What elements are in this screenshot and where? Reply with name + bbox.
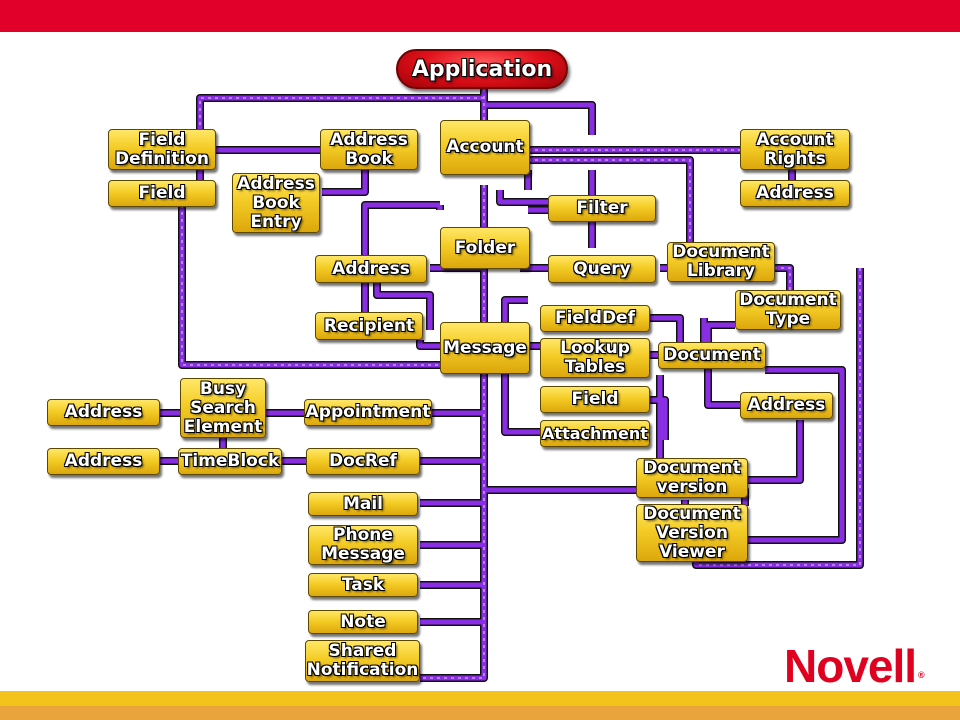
node-label: Filter <box>576 198 628 218</box>
registered-mark: ® <box>918 670 925 680</box>
node-label: Document Version Viewer <box>643 503 741 562</box>
node-task[interactable]: Task <box>308 573 418 597</box>
node-label: TimeBlock <box>180 451 280 471</box>
node-label: Account Rights <box>756 129 834 169</box>
node-account[interactable]: Account <box>440 120 530 175</box>
top-red-band <box>0 0 960 32</box>
node-label: Folder <box>454 237 516 258</box>
node-label: Address <box>332 258 410 279</box>
logo-text: Novell <box>784 640 917 692</box>
node-label: Note <box>340 611 386 632</box>
node-shared-notification[interactable]: Shared Notification <box>305 640 420 682</box>
node-busy-search-element[interactable]: Busy Search Element <box>180 378 266 438</box>
node-label: Lookup Tables <box>560 338 630 377</box>
node-address-book[interactable]: Address Book <box>320 129 418 170</box>
node-label: Document <box>663 345 761 365</box>
node-label: Address <box>756 183 834 203</box>
node-label: Address Book <box>330 129 408 169</box>
node-docref[interactable]: DocRef <box>306 448 420 475</box>
node-document-version[interactable]: Document version <box>636 458 748 498</box>
node-document[interactable]: Document <box>658 342 766 369</box>
node-address-mid[interactable]: Address <box>315 255 427 283</box>
node-address-timeblock[interactable]: Address <box>47 448 160 475</box>
node-fielddef[interactable]: FieldDef <box>540 305 650 332</box>
node-label: Document Type <box>739 290 837 329</box>
node-lookup-tables[interactable]: Lookup Tables <box>540 338 650 378</box>
node-label: Address <box>64 402 143 422</box>
node-attachment[interactable]: Attachment <box>540 420 650 447</box>
node-label: DocRef <box>329 451 397 471</box>
node-label: Busy Search Element <box>183 378 263 437</box>
novell-logo: Novell® <box>784 640 925 701</box>
node-label: Task <box>341 574 385 595</box>
node-label: Recipient <box>323 315 415 336</box>
node-document-version-viewer[interactable]: Document Version Viewer <box>636 504 748 562</box>
application-label: Application <box>411 56 553 82</box>
node-address-busy[interactable]: Address <box>47 399 160 426</box>
node-label: Appointment <box>305 402 431 422</box>
node-document-library[interactable]: Document Library <box>667 242 775 282</box>
node-mail[interactable]: Mail <box>308 492 418 516</box>
node-document-type[interactable]: Document Type <box>735 290 841 330</box>
node-label: Document Library <box>672 242 770 281</box>
node-label: Document version <box>643 458 741 497</box>
node-account-rights[interactable]: Account Rights <box>740 129 850 170</box>
node-filter[interactable]: Filter <box>548 195 656 222</box>
node-label: Address <box>747 395 826 415</box>
node-folder[interactable]: Folder <box>440 227 530 269</box>
node-label: Address Book Entry <box>237 173 315 232</box>
application-node[interactable]: Application <box>396 49 568 89</box>
node-note[interactable]: Note <box>308 610 418 634</box>
node-field-msg[interactable]: Field <box>540 386 650 413</box>
node-label: Field Definition <box>115 129 209 169</box>
node-label: Shared Notification <box>306 641 419 680</box>
node-message[interactable]: Message <box>440 322 530 374</box>
node-timeblock[interactable]: TimeBlock <box>178 448 282 475</box>
node-address-right[interactable]: Address <box>740 180 850 207</box>
node-label: Mail <box>342 493 384 514</box>
node-label: FieldDef <box>554 308 635 328</box>
node-phone-message[interactable]: Phone Message <box>308 525 418 565</box>
node-address-book-entry[interactable]: Address Book Entry <box>232 173 320 233</box>
node-address-doc[interactable]: Address <box>740 392 833 419</box>
node-label: Address <box>64 451 143 471</box>
bottom-orange-band <box>0 706 960 720</box>
node-field-definition[interactable]: Field Definition <box>108 129 216 170</box>
node-label: Field <box>138 183 186 203</box>
node-label: Account <box>446 137 524 157</box>
node-appointment[interactable]: Appointment <box>304 399 432 426</box>
node-query[interactable]: Query <box>548 255 656 283</box>
node-label: Field <box>571 389 619 409</box>
node-label: Message <box>443 337 527 358</box>
node-recipient[interactable]: Recipient <box>315 312 423 340</box>
node-label: Phone Message <box>321 525 405 564</box>
bottom-yellow-band <box>0 691 960 706</box>
node-field-top[interactable]: Field <box>108 180 216 207</box>
node-label: Attachment <box>542 424 648 443</box>
node-label: Query <box>573 258 631 279</box>
